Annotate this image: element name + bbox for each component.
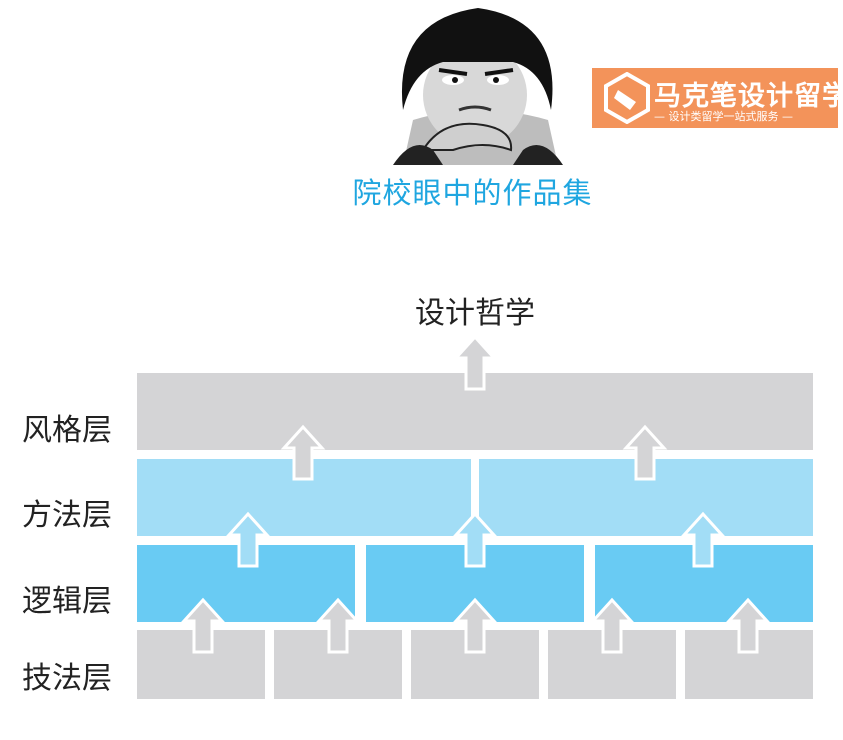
logic-layer-label: 逻辑层 xyxy=(22,584,112,619)
up-arrow-icon-philosophy xyxy=(452,334,498,391)
technique-layer-label: 技法层 xyxy=(22,661,112,696)
up-arrow-icon-method-2 xyxy=(452,511,498,568)
up-arrow-icon-logic-5 xyxy=(725,597,771,654)
up-arrow-icon-style-1 xyxy=(280,424,326,481)
brand-tagline: — 设计类留学一站式服务 — xyxy=(654,110,793,123)
up-arrow-icon-logic-1 xyxy=(180,597,226,654)
meme-face-illustration xyxy=(393,8,563,165)
method-layer-label: 方法层 xyxy=(22,498,112,533)
marker-pen-logo-icon xyxy=(604,72,650,124)
up-arrow-icon-style-2 xyxy=(622,424,668,481)
style-layer-label: 风格层 xyxy=(22,413,112,448)
up-arrow-icon-logic-2 xyxy=(315,597,361,654)
design-philosophy-label: 设计哲学 xyxy=(415,296,535,331)
up-arrow-icon-method-1 xyxy=(225,511,271,568)
brand-name: 马克笔设计留学 xyxy=(654,81,843,112)
page-title: 院校眼中的作品集 xyxy=(352,176,593,210)
up-arrow-icon-logic-4 xyxy=(589,597,635,654)
up-arrow-icon-logic-3 xyxy=(452,597,498,654)
up-arrow-icon-method-3 xyxy=(680,511,726,568)
